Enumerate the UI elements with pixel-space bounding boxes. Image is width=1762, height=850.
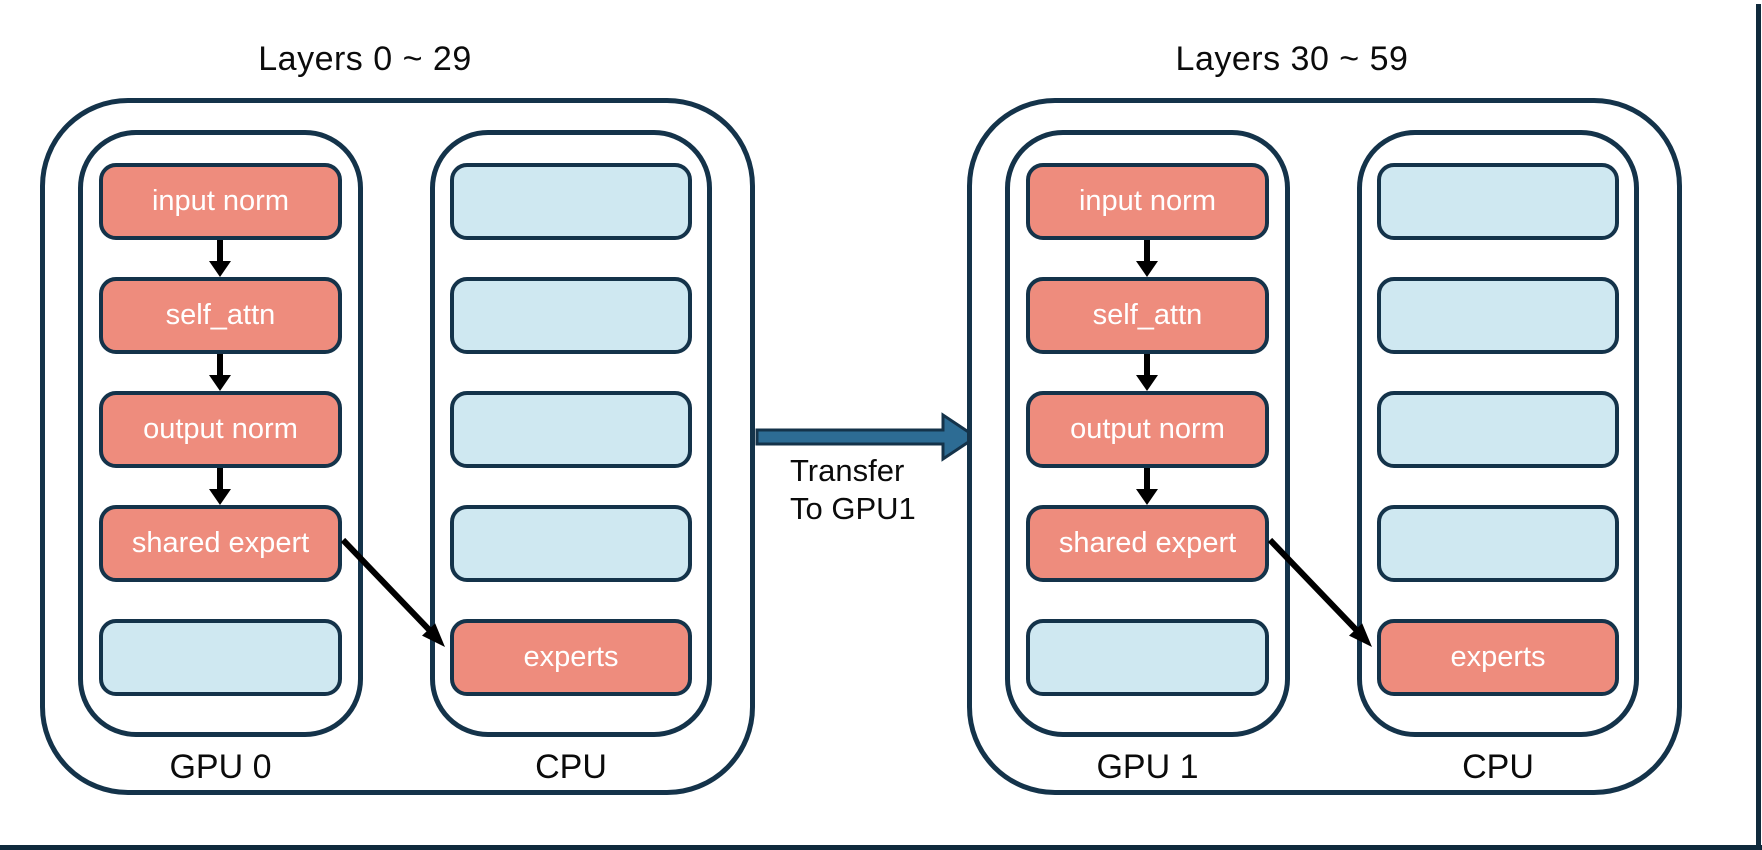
transfer-label-line1: Transfer [790,453,905,488]
cpu-column: experts [1357,130,1639,737]
group-layers-30-59: Layers 30 ~ 59 input norm self_attn outp… [967,40,1682,800]
window-edge-right [1756,4,1761,850]
down-arrow-icon [209,354,231,391]
self-attn-box: self_attn [1026,277,1269,354]
cpu-empty-slot-box [1377,277,1619,354]
down-arrow-icon [209,468,231,505]
shared-expert-box: shared expert [99,505,342,582]
down-arrow-icon [1136,240,1158,277]
self-attn-box: self_attn [99,277,342,354]
group-layers-0-29: Layers 0 ~ 29 input norm self_attn outpu… [40,40,755,800]
group-title: Layers 30 ~ 59 [1175,40,1409,78]
down-arrow-icon [209,240,231,277]
transfer-label: Transfer To GPU1 [790,452,990,528]
offload-arrow-icon [1267,537,1372,647]
gpu-empty-slot-box [1026,619,1269,696]
cpu-empty-slot-box [450,277,692,354]
down-arrow-icon [1136,354,1158,391]
gpu-label: GPU 1 [1096,748,1199,786]
cpu-empty-slot-box [1377,391,1619,468]
group-title: Layers 0 ~ 29 [258,40,472,78]
transfer-arrow-icon [755,412,979,462]
cpu-empty-slot-box [1377,163,1619,240]
window-edge-bottom [0,845,1762,850]
cpu-label: CPU [535,748,607,786]
gpu-empty-slot-box [99,619,342,696]
cpu-empty-slot-box [450,391,692,468]
transfer-label-line2: To GPU1 [790,491,916,526]
cpu-empty-slot-box [450,163,692,240]
experts-box: experts [450,619,692,696]
gpu-column: input norm self_attn output norm shared … [78,130,363,737]
offload-arrow-icon [340,537,445,647]
down-arrow-icon [1136,468,1158,505]
input-norm-box: input norm [1026,163,1269,240]
cpu-empty-slot-box [1377,505,1619,582]
gpu-column: input norm self_attn output norm shared … [1005,130,1290,737]
output-norm-box: output norm [99,391,342,468]
gpu-label: GPU 0 [169,748,272,786]
experts-box: experts [1377,619,1619,696]
output-norm-box: output norm [1026,391,1269,468]
shared-expert-box: shared expert [1026,505,1269,582]
cpu-empty-slot-box [450,505,692,582]
cpu-label: CPU [1462,748,1534,786]
cpu-column: experts [430,130,712,737]
input-norm-box: input norm [99,163,342,240]
